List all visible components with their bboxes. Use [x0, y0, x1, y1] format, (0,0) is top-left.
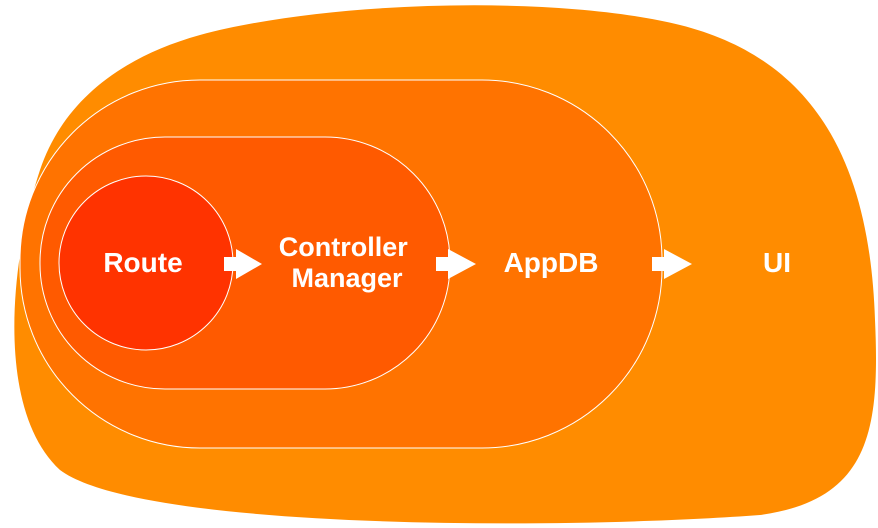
- route-label: Route: [103, 247, 182, 278]
- arrow-appdb-to-ui: [652, 249, 692, 279]
- controller-manager-label-line-1: Controller: [279, 232, 408, 262]
- controller-manager-label: Controller Manager: [279, 232, 416, 293]
- arrow-route-to-controller: [224, 249, 262, 279]
- controller-manager-label-line-2: Manager: [291, 263, 403, 293]
- arrow-controller-to-appdb: [436, 249, 476, 279]
- appdb-label: AppDB: [504, 247, 599, 278]
- ui-label: UI: [763, 247, 791, 278]
